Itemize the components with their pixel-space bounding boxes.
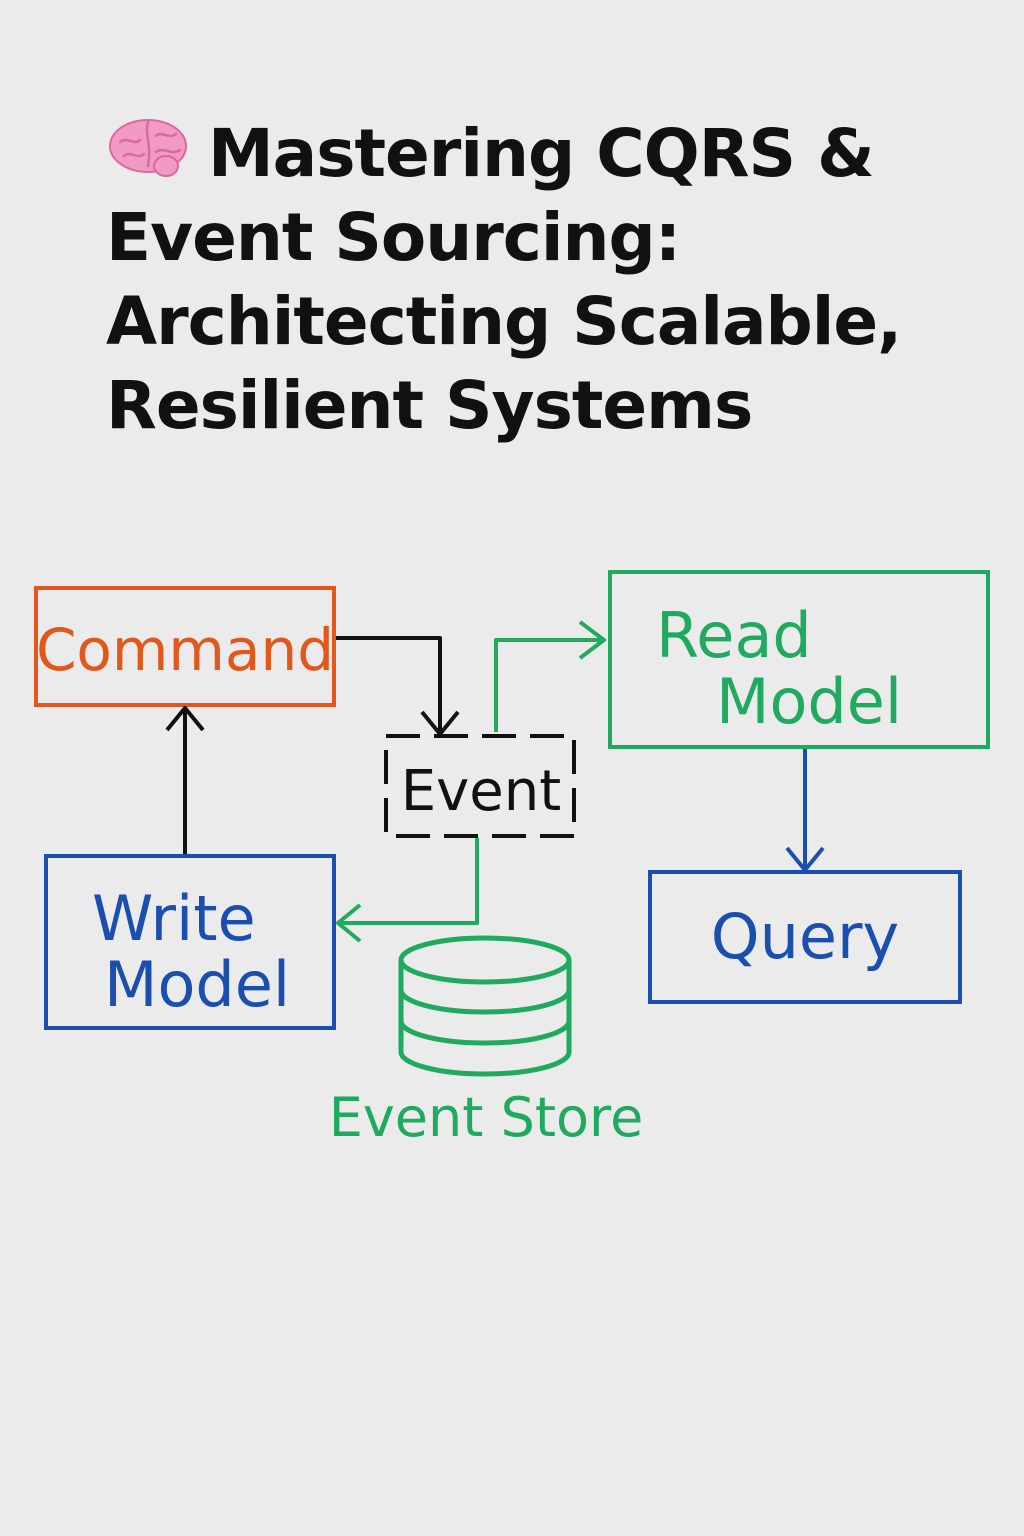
- database-icon: [398, 935, 572, 1077]
- command-node: Command: [34, 586, 336, 707]
- page-title: Mastering CQRS & Event Sourcing: Archite…: [106, 112, 986, 448]
- query-label: Query: [711, 900, 899, 973]
- read-model-label-line1: Read: [656, 599, 812, 672]
- read-model-label-line2: Model: [716, 665, 902, 738]
- page-title-text: Mastering CQRS & Event Sourcing: Archite…: [106, 115, 902, 444]
- edge-read-model-to-query: [785, 749, 825, 872]
- write-model-node: Write Model: [44, 854, 336, 1030]
- write-model-label-line2: Model: [104, 948, 290, 1021]
- query-node: Query: [648, 870, 962, 1004]
- event-store-node: Event Store: [329, 935, 644, 1149]
- edge-command-to-event: [336, 636, 460, 736]
- brain-icon: [109, 119, 187, 177]
- edge-write-model-to-command: [165, 706, 205, 854]
- event-store-label: Event Store: [329, 1086, 644, 1149]
- event-label: Event: [401, 759, 561, 824]
- edge-event-to-read-model: [494, 620, 606, 732]
- event-node: Event: [384, 734, 576, 838]
- read-model-node: Read Model: [608, 570, 990, 749]
- command-label: Command: [36, 616, 334, 684]
- edge-event-to-write-model: [336, 838, 479, 943]
- write-model-label-line1: Write: [92, 882, 256, 955]
